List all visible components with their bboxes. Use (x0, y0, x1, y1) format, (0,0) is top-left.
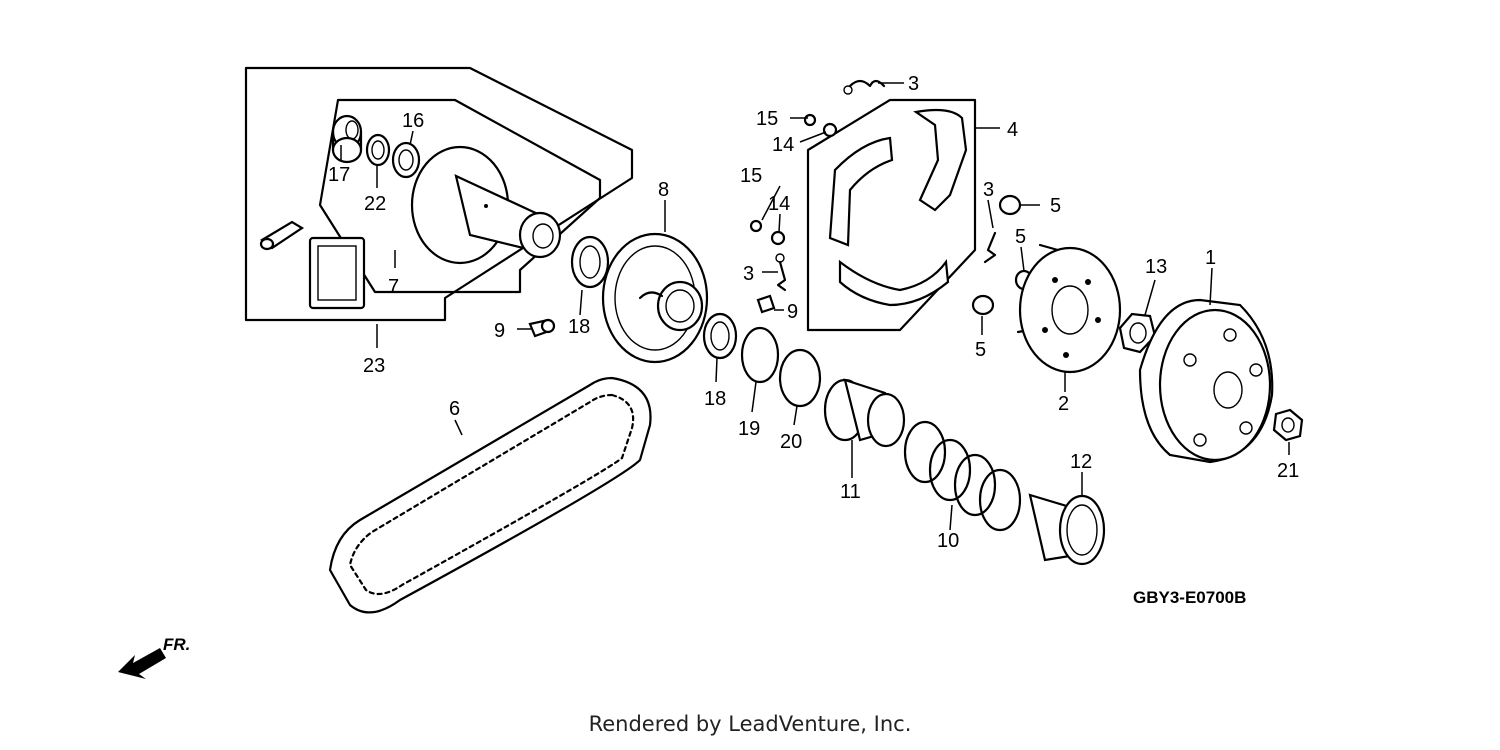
roller-part-right (756, 294, 776, 314)
o-ring-20-part (778, 348, 822, 408)
callout-3-right: 3 (983, 179, 994, 201)
callout-17: 17 (328, 164, 350, 186)
render-credit: Rendered by LeadVenture, Inc. (588, 712, 912, 736)
callout-18-right: 18 (704, 388, 726, 410)
ball-bearing-part (391, 141, 421, 179)
front-direction-arrow-icon: FR. (118, 635, 190, 679)
callout-16: 16 (402, 110, 424, 132)
oil-seal-part (365, 133, 391, 167)
callout-19: 19 (738, 418, 760, 440)
spring-collar-part (1028, 493, 1106, 566)
callout-15-mid: 15 (740, 165, 762, 187)
seal-collar-part (823, 378, 906, 448)
callout-18-left: 18 (568, 316, 590, 338)
callout-3-top: 3 (908, 73, 919, 95)
callout-23: 23 (363, 355, 385, 377)
seal-part-left (570, 235, 610, 289)
callout-21: 21 (1277, 460, 1299, 482)
driven-spring-part (903, 420, 1022, 532)
needle-bearing-part (331, 114, 363, 164)
callout-5-top: 5 (1050, 195, 1061, 217)
clutch-spring-top (843, 79, 886, 95)
clutch-spring-right (983, 231, 997, 264)
clutch-outer-part (1138, 298, 1274, 464)
callout-4: 4 (1007, 119, 1018, 141)
callout-13: 13 (1145, 256, 1167, 278)
clutch-outer-nut-part (1272, 408, 1304, 442)
callout-8: 8 (658, 179, 669, 201)
callout-14-mid: 14 (768, 193, 790, 215)
callout-5-bottom: 5 (975, 339, 986, 361)
callout-3-mid: 3 (743, 263, 754, 285)
clip-15-top (803, 113, 817, 127)
callout-11: 11 (840, 481, 861, 503)
guide-pin-part (259, 220, 305, 251)
driven-face-part (410, 145, 562, 265)
callout-9-right: 9 (787, 301, 798, 323)
svg-text:FR.: FR. (163, 635, 190, 654)
callout-14-top: 14 (772, 134, 794, 156)
callout-1: 1 (1205, 247, 1216, 269)
leader-lines (340, 82, 1290, 531)
o-ring-19-part (740, 326, 780, 384)
drive-face-part (601, 232, 709, 364)
callout-2: 2 (1058, 393, 1069, 415)
clutch-shoe-boundary (806, 98, 977, 332)
roller-part-left (528, 318, 556, 338)
washer-14-top (822, 122, 838, 138)
drive-belt-part (328, 376, 652, 614)
clip-15-mid (749, 219, 763, 233)
callout-labels: 1 2 3 3 3 4 5 5 5 6 7 8 9 9 10 11 12 13 … (328, 73, 1299, 552)
callout-9-left: 9 (494, 320, 505, 342)
diagram-code: GBY3-E0700B (1133, 588, 1246, 607)
callout-15-top: 15 (756, 108, 778, 130)
assembly-7-boundary (318, 98, 602, 294)
callout-22: 22 (364, 193, 386, 215)
callout-5-mid: 5 (1015, 226, 1026, 248)
callout-12: 12 (1070, 451, 1092, 473)
seal-part-right (702, 312, 738, 360)
washer-14-mid (770, 230, 786, 246)
pivot-collar-top (998, 194, 1022, 216)
callout-6: 6 (449, 398, 460, 420)
clutch-spring-middle (775, 253, 787, 292)
pivot-collar-bottom (971, 294, 995, 316)
clutch-shoe-part (828, 108, 968, 307)
drive-plate-part (1016, 243, 1122, 374)
callout-7: 7 (388, 276, 399, 298)
grease-packet-part (308, 236, 366, 310)
callout-20: 20 (780, 431, 802, 453)
callout-10: 10 (937, 530, 959, 552)
